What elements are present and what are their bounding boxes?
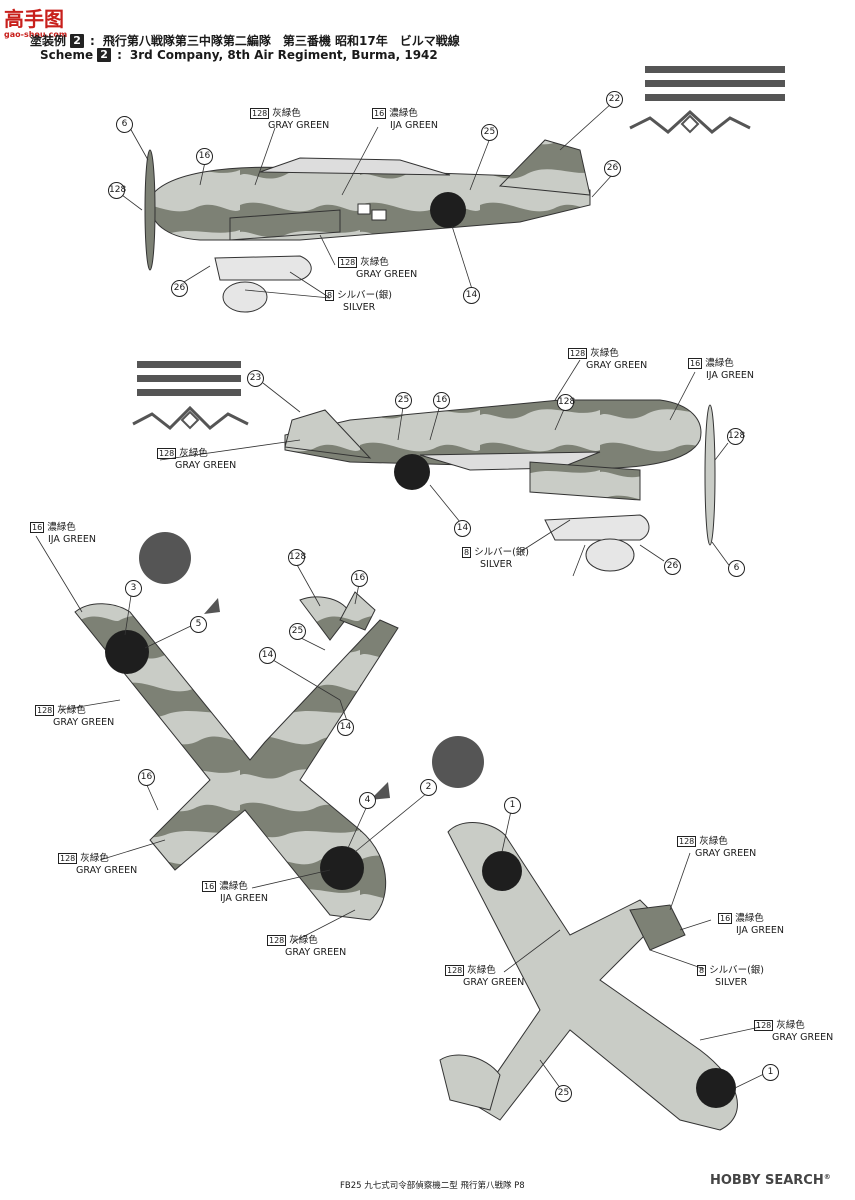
watermark-mark: ® xyxy=(823,1173,831,1181)
scheme-title-en: Scheme 2 : 3rd Company, 8th Air Regiment… xyxy=(40,48,438,62)
site-logo-text: 高手图 xyxy=(4,7,64,31)
decal-number-badge: 22 xyxy=(606,91,623,108)
page-footer: FB25 九七式司令部偵察機二型 飛行第八戦隊 P8 xyxy=(340,1181,525,1191)
decal-number-badge: 14 xyxy=(454,520,471,537)
decal-number-badge: 128 xyxy=(557,394,575,411)
spare-roundel-1 xyxy=(139,532,191,584)
hobby-search-watermark: HOBBY SEARCH® xyxy=(710,1173,831,1188)
bottom-view-under-surface xyxy=(439,822,738,1131)
decal-number-badge: 25 xyxy=(395,392,412,409)
decal-number-badge: 6 xyxy=(116,116,133,133)
decal-number-badge: 14 xyxy=(463,287,480,304)
decal-number-badge: 128 xyxy=(727,428,745,445)
decal-number-badge: 26 xyxy=(171,280,188,297)
decal-number-badge: 16 xyxy=(196,148,213,165)
decal-number-badge: 128 xyxy=(288,549,306,566)
side-view-left-facing xyxy=(144,139,591,313)
decal-number-badge: 25 xyxy=(555,1085,572,1102)
side-view-right-facing xyxy=(284,399,716,572)
tail-marking-middle xyxy=(132,361,249,430)
site-logo: 高手图 xyxy=(4,6,74,36)
scheme-description-en: 3rd Company, 8th Air Regiment, Burma, 19… xyxy=(129,48,438,62)
decal-number-badge: 16 xyxy=(433,392,450,409)
scheme-title-jp: 塗装例 2 : 飛行第八戦隊第三中隊第二編隊 第三番機 昭和17年 ビルマ戦線 xyxy=(30,33,460,48)
scheme-prefix-jp: 塗装例 xyxy=(30,34,67,48)
spare-roundel-2 xyxy=(432,736,484,788)
decal-number-badge: 14 xyxy=(259,647,276,664)
site-url: gao-shou.com xyxy=(4,30,68,39)
top-view-upper-surface xyxy=(74,591,399,921)
decal-number-badge: 25 xyxy=(289,623,306,640)
leader-lines xyxy=(35,102,771,1093)
decal-number-badge: 4 xyxy=(359,792,376,809)
decal-number-badge: 14 xyxy=(337,719,354,736)
scheme-number-en: 2 xyxy=(97,48,112,62)
decal-number-badge: 25 xyxy=(481,124,498,141)
decal-number-badge: 16 xyxy=(351,570,368,587)
tail-marking-top xyxy=(629,66,785,134)
spare-decal-5 xyxy=(204,598,220,614)
watermark-brand: HOBBY SEARCH xyxy=(710,1173,824,1188)
decal-number-badge: 1 xyxy=(762,1064,779,1081)
scheme-description-jp: 飛行第八戦隊第三中隊第二編隊 第三番機 昭和17年 ビルマ戦線 xyxy=(102,34,460,48)
decal-number-badge: 3 xyxy=(125,580,142,597)
decal-number-badge: 23 xyxy=(247,370,264,387)
decal-number-badge: 6 xyxy=(728,560,745,577)
decal-number-badge: 2 xyxy=(420,779,437,796)
scheme-prefix-en: Scheme xyxy=(40,48,94,62)
decal-number-badge: 16 xyxy=(138,769,155,786)
decal-number-badge: 1 xyxy=(504,797,521,814)
decal-number-badge: 128 xyxy=(108,182,126,199)
scheme-number-jp: 2 xyxy=(70,33,85,48)
decal-number-badge: 5 xyxy=(190,616,207,633)
decal-number-badge: 26 xyxy=(604,160,621,177)
decal-number-badge: 26 xyxy=(664,558,681,575)
